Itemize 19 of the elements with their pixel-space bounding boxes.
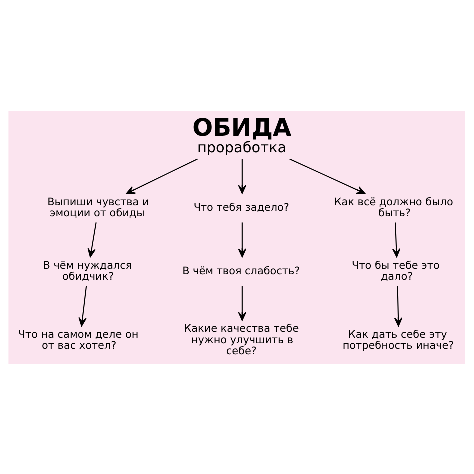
node-text: В чём твоя слабость?	[182, 264, 300, 277]
arrow	[78, 286, 88, 326]
arrow	[88, 222, 97, 258]
node-text: Как всё должно было быть?	[334, 196, 454, 220]
node-text: Что на самом деле он от вас хотел?	[18, 328, 139, 352]
arrow	[392, 222, 401, 258]
node-text: Как дать себе эту потребность иначе?	[342, 328, 454, 352]
node-text: Что тебя задело?	[194, 201, 290, 214]
node-text: Какие качества тебе нужно улучшить в себе?	[184, 322, 300, 358]
arrow	[394, 286, 403, 326]
arrow	[238, 222, 247, 258]
arrow	[238, 158, 247, 194]
node-text: Что бы тебе это дало?	[352, 259, 440, 282]
arrow	[238, 286, 247, 321]
node-text: Выпиши чувства и эмоции от обиды	[48, 196, 150, 220]
arrow	[290, 158, 366, 194]
arrow	[126, 158, 198, 194]
node-text: ОБИДА проработка	[192, 113, 292, 156]
node-text: В чём нуждался обидчик?	[43, 259, 132, 282]
